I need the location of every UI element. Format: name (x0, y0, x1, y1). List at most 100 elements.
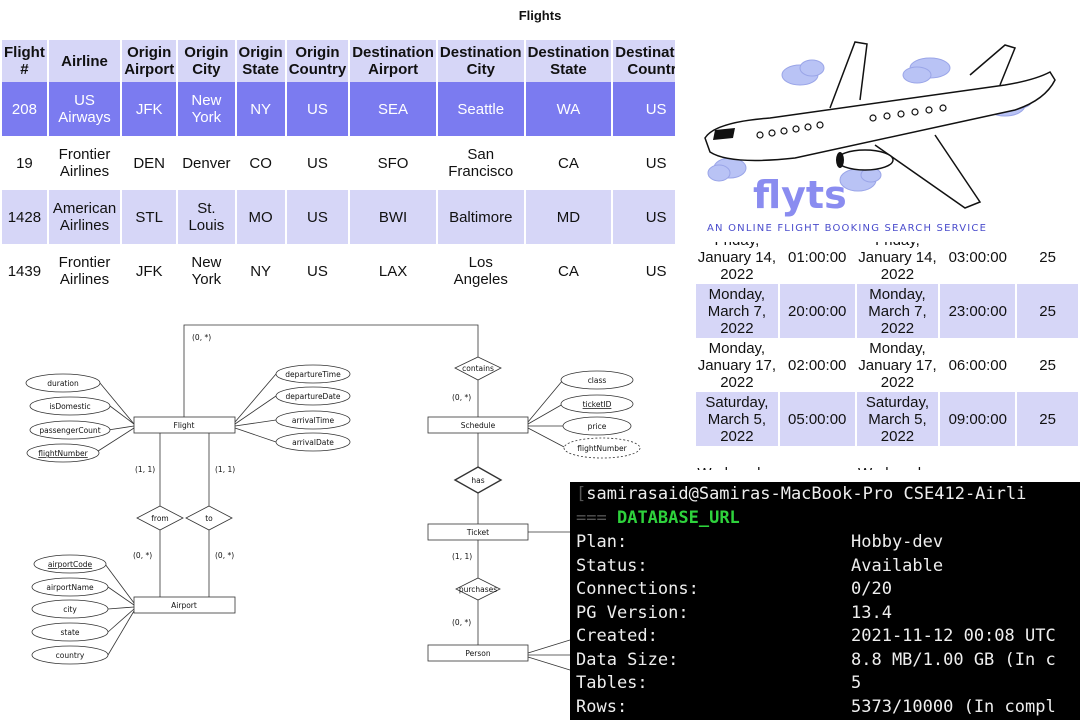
info-value: 13.4 (851, 602, 892, 623)
terminal-info-row: Plan:Hobby-dev (576, 531, 1080, 554)
table-cell: US (613, 190, 675, 244)
table-cell (1017, 446, 1078, 470)
attribute-label: flightNumber (38, 449, 88, 458)
flights-column-header[interactable]: DestinationCountry (613, 40, 675, 82)
entity-person (427, 644, 529, 662)
relation-purchases-label: purchases (459, 585, 497, 594)
header-label: Origin (295, 44, 340, 61)
terminal-info-row: Connections:0/20 (576, 578, 1080, 601)
table-cell: CA (558, 154, 579, 172)
info-value: 5 (851, 673, 862, 693)
table-cell: 01:00:00 (787, 248, 847, 266)
cardinality-label: (1, 1) (135, 465, 155, 474)
header-label: State (242, 61, 279, 78)
table-cell: US (307, 154, 328, 172)
entity-flight-label: Flight (174, 421, 195, 430)
table-cell: JFK (135, 262, 163, 280)
flights-column-header[interactable]: Origin City (178, 40, 235, 82)
info-value: 5373/10000 (In compl (851, 696, 1056, 717)
attribute-ellipse (31, 599, 109, 619)
table-cell: 1428 (2, 190, 47, 244)
header-label: Airline (61, 52, 108, 70)
table-cell: New York (191, 254, 222, 288)
info-key: Created: (576, 626, 658, 646)
attribute-ellipse (29, 396, 111, 416)
table-cell: 23:00:00 (940, 284, 1016, 338)
terminal-section-header: === DATABASE_URL (576, 508, 740, 528)
cardinality-label: (0, *) (133, 551, 152, 560)
table-cell: 03:00:00 (948, 248, 1007, 266)
table-cell: 09:00:00 (940, 392, 1016, 446)
table-cell: WA (525, 82, 612, 136)
relation-to (185, 505, 233, 531)
attribute-ellipse (29, 420, 111, 440)
table-cell: MO (236, 190, 285, 244)
table-cell: Baltimore (437, 190, 524, 244)
info-value: 0/20 (851, 579, 892, 599)
table-cell: US (613, 82, 675, 136)
table-cell: SFO (377, 154, 409, 172)
schedule-table-row[interactable]: WednesdayWednesday (696, 446, 1078, 471)
relation-from-label: from (151, 514, 168, 523)
cardinality-label: (0, *) (452, 393, 471, 402)
brand-tagline: AN ONLINE FLIGHT BOOKING SEARCH SERVICE (707, 223, 987, 234)
attribute-label: price (588, 422, 607, 431)
table-cell: US (645, 154, 667, 172)
header-label: Country (627, 61, 675, 78)
attribute-ellipse (31, 645, 109, 665)
terminal-window: [samirasaid@Samiras-MacBook-Pro CSE412-A… (570, 482, 1080, 720)
attribute-label: passengerCount (39, 426, 100, 435)
table-cell: JFK (122, 82, 177, 136)
terminal-info-row: Status:Available (576, 555, 1080, 578)
info-value: 2021-11-12 00:08 UTC (851, 626, 1056, 646)
table-cell: CA (558, 262, 579, 280)
table-cell: Friday, January 14, 2022 (858, 240, 937, 283)
table-cell: 02:00:00 (787, 356, 847, 374)
header-label: Origin City (184, 44, 229, 78)
attribute-ellipse (275, 410, 351, 430)
table-cell: Saturday, March 5, 2022 (856, 392, 939, 446)
table-cell: Seattle (437, 82, 524, 136)
relation-has (453, 466, 503, 494)
attribute-ellipse (563, 437, 641, 459)
attribute-ellipse (31, 622, 109, 642)
info-key: Tables: (576, 673, 648, 693)
table-cell: 19 (16, 154, 33, 172)
table-cell: US (286, 82, 349, 136)
relation-purchases (455, 577, 501, 601)
attribute-ellipse (560, 394, 634, 414)
table-cell: BWI (350, 190, 436, 244)
info-value: Available (851, 555, 944, 576)
header-label: Airport (124, 61, 175, 78)
relation-contains-label: contains (462, 364, 494, 373)
header-label: Country (288, 61, 347, 78)
flights-column-header[interactable]: Flight# (2, 40, 47, 82)
attribute-label: country (56, 651, 85, 660)
er-diagram-svg: Flight Airport Schedule Ticket Person co… (25, 324, 641, 671)
cardinality-label: (1, 1) (215, 465, 235, 474)
table-cell: Monday, March 7, 2022 (856, 284, 939, 338)
relation-to-label: to (205, 514, 213, 523)
flights-column-header[interactable]: Airline (48, 40, 121, 82)
brand-name: flyts (753, 173, 847, 217)
entity-schedule (427, 416, 529, 434)
table-cell (780, 446, 855, 470)
table-cell: NY (236, 82, 285, 136)
table-cell: SEA (350, 82, 436, 136)
table-cell: Los Angeles (453, 254, 508, 288)
